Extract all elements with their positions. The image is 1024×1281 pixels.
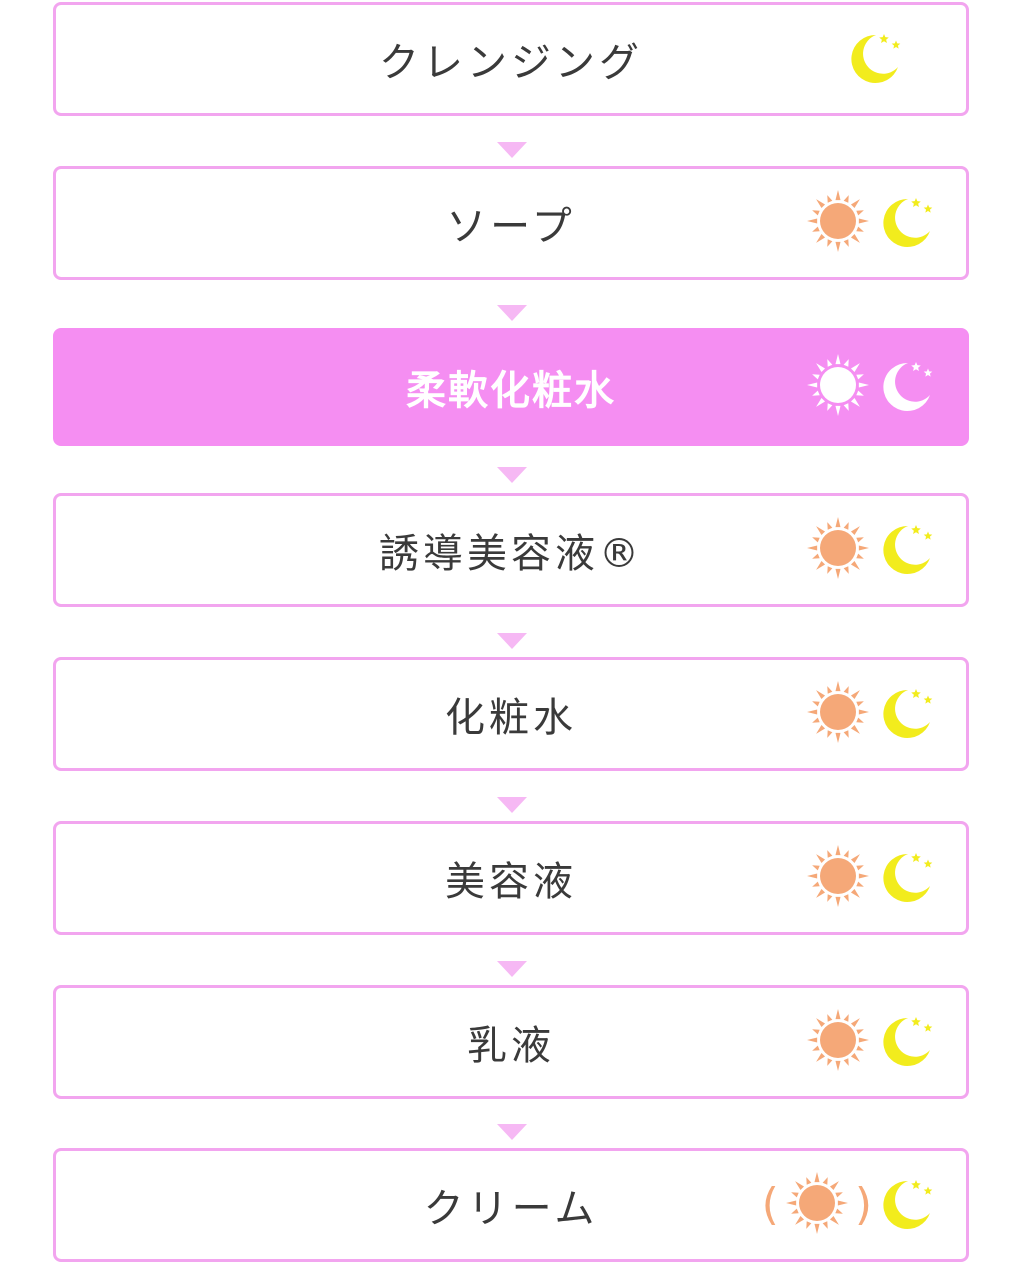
step-label: クリーム <box>423 1186 599 1232</box>
arrow-down-icon <box>497 303 527 323</box>
sun-icon <box>806 844 870 912</box>
step-label: ソープ <box>446 204 576 250</box>
sun-icon <box>806 680 870 748</box>
step-item: クレンジング <box>53 2 969 116</box>
time-of-day-icons <box>806 169 938 277</box>
step-item: 柔軟化粧水 <box>53 328 969 446</box>
arrow-down-icon <box>497 140 527 160</box>
sun-icon <box>806 353 870 421</box>
crescent-moon-with-stars-icon <box>878 1173 938 1237</box>
optional-close-paren: ) <box>854 1179 872 1230</box>
step-item: 化粧水 <box>53 657 969 771</box>
step-item: 誘導美容液® <box>53 493 969 607</box>
time-of-day-icons <box>806 988 938 1096</box>
arrow-down-icon <box>497 631 527 651</box>
step-label: 乳液 <box>467 1023 555 1069</box>
crescent-moon-with-stars-icon <box>878 191 938 255</box>
step-label: 美容液 <box>445 859 577 905</box>
step-item: ソープ <box>53 166 969 280</box>
step-label: 柔軟化粧水 <box>406 368 616 414</box>
sun-icon <box>785 1171 849 1239</box>
crescent-moon-with-stars-icon <box>878 682 938 746</box>
step-label: 誘導美容液® <box>379 531 643 577</box>
step-label: クレンジング <box>379 40 643 86</box>
sun-icon <box>806 1008 870 1076</box>
optional-open-paren: ( <box>761 1179 779 1230</box>
time-of-day-icons <box>806 496 938 604</box>
crescent-moon-with-stars-icon <box>878 518 938 582</box>
arrow-down-icon <box>497 795 527 815</box>
sun-icon <box>806 516 870 584</box>
time-of-day-icons <box>806 660 938 768</box>
step-label: 化粧水 <box>445 695 577 741</box>
arrow-down-icon <box>497 959 527 979</box>
time-of-day-icons <box>846 5 906 113</box>
sun-icon <box>806 189 870 257</box>
time-of-day-icons <box>806 824 938 932</box>
step-item: 美容液 <box>53 821 969 935</box>
arrow-down-icon <box>497 1122 527 1142</box>
arrow-down-icon <box>497 465 527 485</box>
time-of-day-icons <box>806 331 938 443</box>
time-of-day-icons: () <box>761 1151 938 1259</box>
step-item: 乳液 <box>53 985 969 1099</box>
crescent-moon-with-stars-icon <box>846 27 906 91</box>
crescent-moon-with-stars-icon <box>878 1010 938 1074</box>
step-item: クリーム () <box>53 1148 969 1262</box>
crescent-moon-with-stars-icon <box>878 355 938 419</box>
crescent-moon-with-stars-icon <box>878 846 938 910</box>
